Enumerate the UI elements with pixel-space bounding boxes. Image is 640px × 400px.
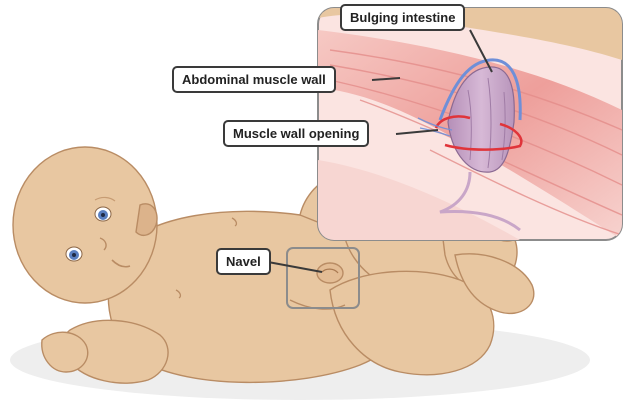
baby-mouth	[111, 259, 131, 268]
baby-brow	[94, 196, 116, 202]
baby-second-foot	[454, 253, 535, 315]
baby-fist	[41, 331, 89, 373]
leader-abdominal	[371, 77, 401, 81]
baby-nose	[99, 237, 107, 251]
leader-bulging	[469, 29, 493, 73]
label-bulging-intestine: Bulging intestine	[340, 4, 466, 31]
bulging-intestine	[447, 66, 515, 173]
label-abdominal-muscle-wall: Abdominal muscle wall	[172, 66, 336, 93]
navel-bulge	[316, 262, 344, 284]
label-muscle-wall-opening: Muscle wall opening	[223, 120, 370, 147]
leader-lines	[267, 29, 493, 273]
navel-highlight-box	[286, 247, 360, 309]
peritoneum-membrane	[438, 58, 522, 121]
baby-ear	[135, 203, 158, 237]
skin-layer	[318, 8, 622, 60]
baby-head	[12, 146, 158, 304]
baby-second-thigh	[329, 270, 495, 376]
baby-face	[65, 196, 131, 268]
label-navel: Navel	[216, 248, 271, 275]
leader-opening	[395, 129, 439, 135]
inset-panel	[317, 7, 623, 241]
leader-navel	[267, 261, 323, 273]
